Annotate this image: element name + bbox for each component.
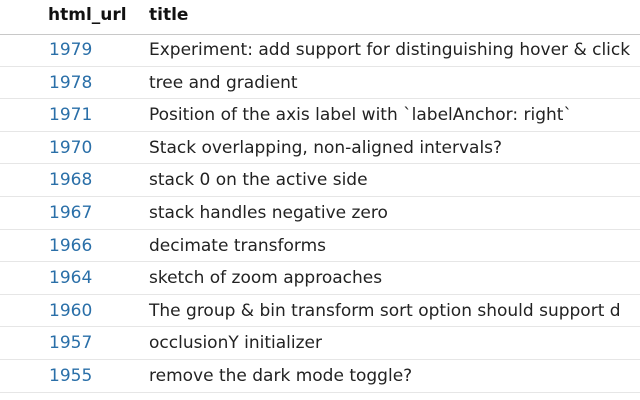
issue-title: The group & bin transform sort option sh… bbox=[149, 300, 621, 321]
table-row: 1957 occlusionY initializer bbox=[0, 327, 640, 360]
issue-link[interactable]: 1957 bbox=[49, 333, 93, 354]
issue-link[interactable]: 1968 bbox=[49, 170, 93, 191]
issue-title: occlusionY initializer bbox=[149, 333, 322, 354]
table-row: 1964 sketch of zoom approaches bbox=[0, 262, 640, 295]
table-row: 1960 The group & bin transform sort optio… bbox=[0, 295, 640, 328]
issue-title: tree and gradient bbox=[149, 72, 298, 93]
issue-title: stack 0 on the active side bbox=[149, 170, 368, 191]
issue-title: decimate transforms bbox=[149, 235, 327, 256]
table-header: html_url title bbox=[0, 0, 640, 35]
table-body: 1979 Experiment: add support for distingu… bbox=[0, 34, 640, 393]
column-header-title[interactable]: title bbox=[149, 5, 189, 25]
table-row: 1967 stack handles negative zero bbox=[0, 197, 640, 230]
column-header-html-url[interactable]: html_url bbox=[48, 5, 127, 25]
issue-link[interactable]: 1979 bbox=[49, 40, 93, 60]
table-row: 1968 stack 0 on the active side bbox=[0, 164, 640, 197]
table-row: 1979 Experiment: add support for distingu… bbox=[0, 34, 640, 67]
issue-link[interactable]: 1978 bbox=[49, 72, 93, 93]
issue-title: stack handles negative zero bbox=[149, 202, 388, 223]
issue-link[interactable]: 1970 bbox=[49, 137, 93, 158]
table-row: 1955 remove the dark mode toggle? bbox=[0, 360, 640, 393]
issue-title: Position of the axis label with `labelAn… bbox=[149, 105, 572, 126]
table-row: 1970 Stack overlapping, non-aligned inter… bbox=[0, 132, 640, 165]
table-row: 1971 Position of the axis label with `lab… bbox=[0, 99, 640, 132]
issue-link[interactable]: 1971 bbox=[49, 105, 93, 126]
issue-link[interactable]: 1955 bbox=[49, 365, 93, 386]
table-row: 1966 decimate transforms bbox=[0, 230, 640, 263]
issue-link[interactable]: 1966 bbox=[49, 235, 93, 256]
issue-link[interactable]: 1964 bbox=[49, 268, 93, 289]
issue-link[interactable]: 1960 bbox=[49, 300, 93, 321]
issue-title: Stack overlapping, non-aligned intervals… bbox=[149, 137, 503, 158]
table-row: 1978 tree and gradient bbox=[0, 67, 640, 100]
issue-title: Experiment: add support for distinguishi… bbox=[149, 40, 631, 60]
issue-link[interactable]: 1967 bbox=[49, 202, 93, 223]
issue-title: sketch of zoom approaches bbox=[149, 268, 383, 289]
issue-title: remove the dark mode toggle? bbox=[149, 365, 413, 386]
